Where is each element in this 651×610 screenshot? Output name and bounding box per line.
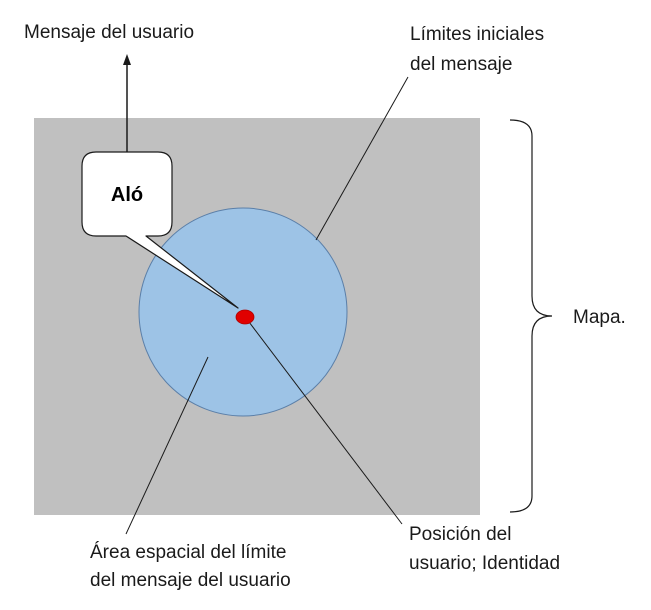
label-user-position-line1: Posición del bbox=[409, 524, 511, 545]
label-user-message: Mensaje del usuario bbox=[24, 22, 194, 43]
label-spatial-area-line2: del mensaje del usuario bbox=[90, 570, 291, 591]
initial-limits-leader bbox=[315, 76, 409, 241]
map-brace bbox=[509, 119, 553, 513]
label-initial-limits-line2: del mensaje bbox=[410, 54, 512, 75]
speech-bubble bbox=[81, 151, 239, 309]
label-spatial-area-line1: Área espacial del límite bbox=[90, 542, 286, 563]
label-initial-limits-line1: Límites iniciales bbox=[410, 24, 544, 45]
bubble-text: Aló bbox=[111, 184, 143, 206]
arrow-head-icon bbox=[123, 54, 131, 65]
label-map: Mapa. bbox=[573, 307, 626, 328]
spatial-area-leader bbox=[125, 356, 209, 535]
label-user-position-line2: usuario; Identidad bbox=[409, 553, 560, 574]
user-position-leader bbox=[245, 317, 403, 525]
user-position-dot bbox=[235, 309, 255, 325]
